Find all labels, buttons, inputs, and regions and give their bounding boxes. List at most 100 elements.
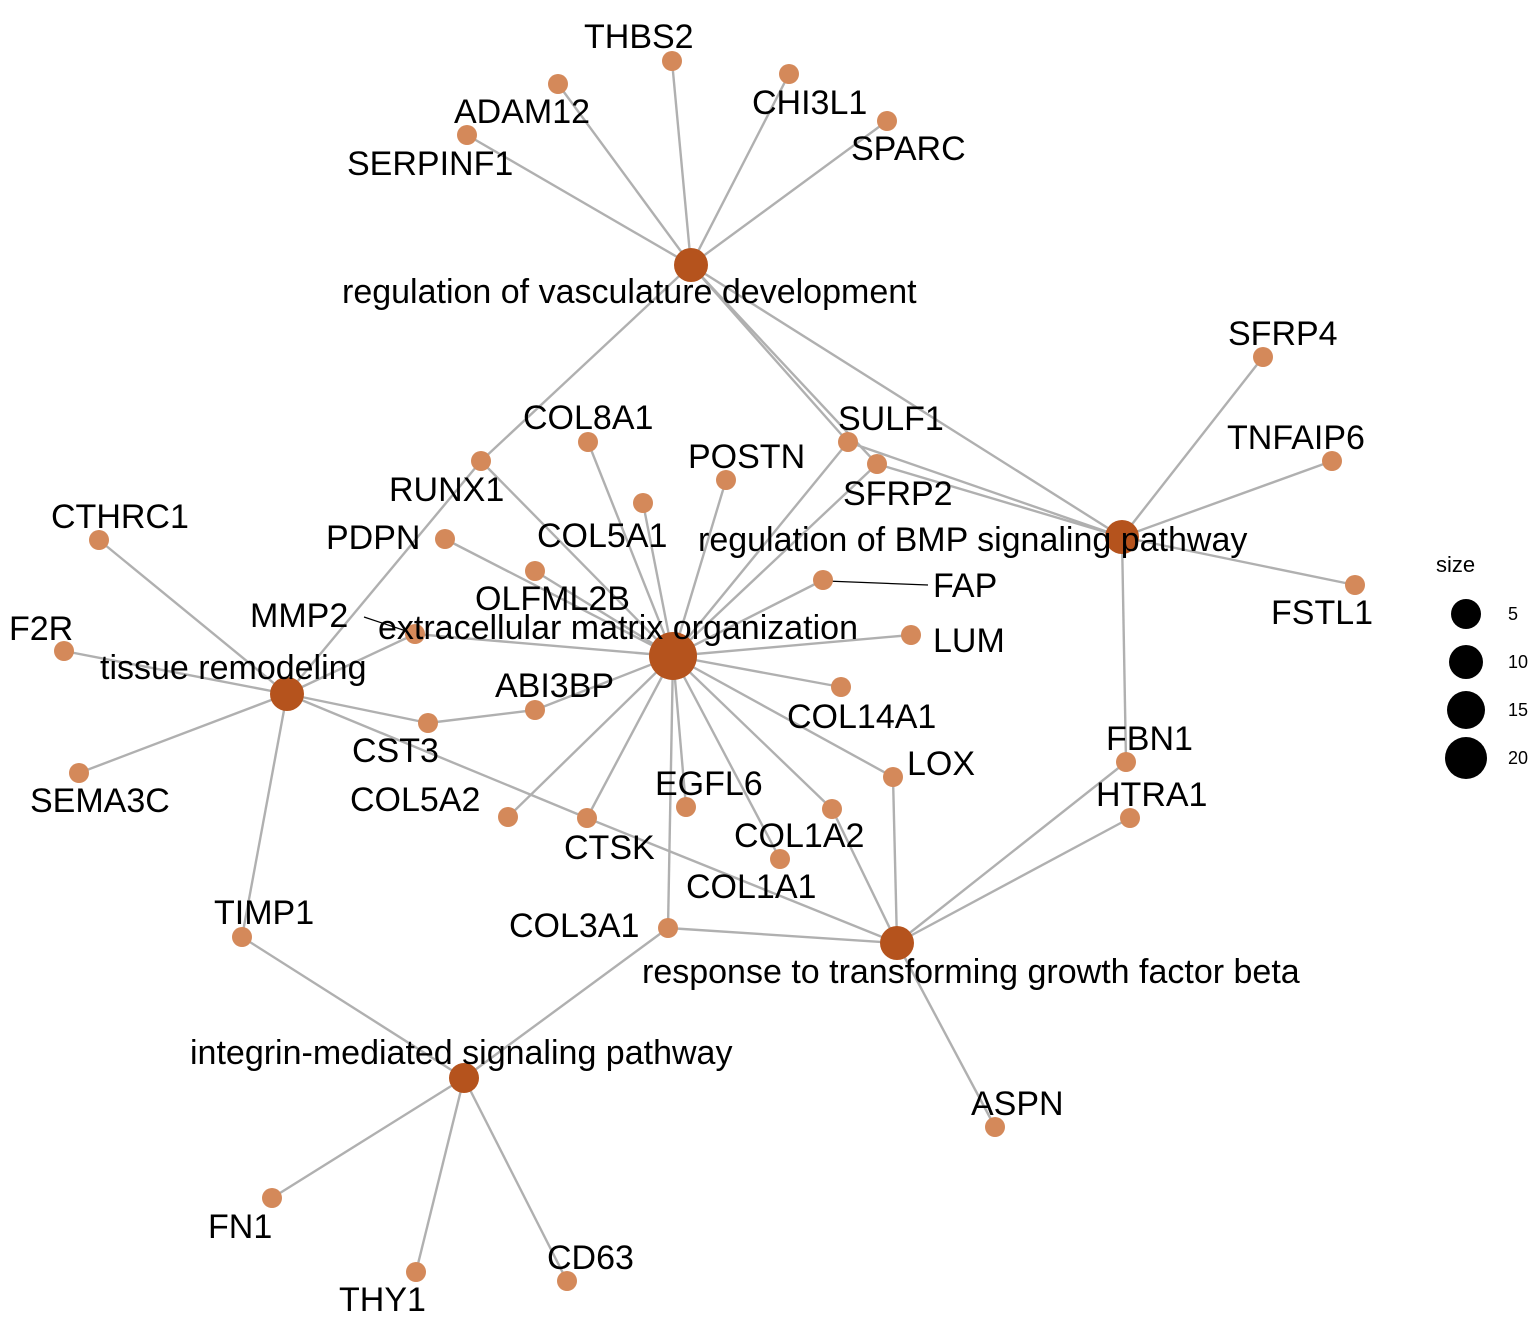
edge-ecm-col1a1: [671, 655, 782, 860]
gene-label-col8a1: COL8A1: [523, 399, 653, 437]
mmp2-leader-line: [363, 616, 413, 634]
gene-node-f2r: [54, 641, 74, 661]
edge-tissue-mmp2: [286, 632, 416, 696]
node-layer: [54, 51, 1365, 1291]
gene-label-col3a1: COL3A1: [509, 907, 639, 945]
edge-vasc-bmp: [690, 263, 1123, 539]
gene-label-thbs2: THBS2: [584, 18, 694, 56]
legend-dot-20: [1445, 737, 1487, 779]
edge-ecm-abi3bp: [534, 654, 674, 712]
gene-label-tnfaip6: TNFAIP6: [1227, 419, 1365, 457]
gene-node-col8a1: [578, 432, 598, 452]
gene-node-sulf1: [838, 432, 858, 452]
legend-dot-5: [1451, 599, 1481, 629]
gene-label-col1a2: COL1A2: [734, 817, 864, 855]
gene-node-col1a2: [822, 799, 842, 819]
edge-tissue-sema3c: [78, 692, 288, 775]
edge-bmp-fbn1: [1120, 536, 1128, 763]
gene-node-fn1: [262, 1188, 282, 1208]
edge-integrin-fn1: [271, 1076, 465, 1200]
gene-node-thbs2: [662, 51, 682, 71]
edge-ecm-sfrp2: [672, 463, 878, 657]
edge-tissue-f2r: [63, 649, 288, 696]
edge-bmp-fstl1: [1121, 535, 1356, 587]
gene-node-col3a1: [658, 918, 678, 938]
gene-label-postn: POSTN: [688, 438, 805, 476]
gene-label-egfl6: EGFL6: [655, 765, 763, 803]
edge-bmp-sfrp2: [876, 462, 1123, 539]
edge-integrin-cd63: [462, 1077, 569, 1282]
edge-layer: [63, 60, 1356, 1282]
edge-bmp-sulf1: [847, 440, 1123, 539]
gene-label-runx1: RUNX1: [389, 471, 504, 509]
edge-ecm-mmp2: [414, 632, 674, 658]
gene-node-egfl6: [676, 797, 696, 817]
edge-ecm-col5a1: [641, 502, 675, 657]
gene-label-col1a1: COL1A1: [686, 868, 816, 906]
edge-tgfb-aspn: [895, 942, 997, 1128]
category-node-integrin: [449, 1063, 479, 1093]
gene-node-cthrc1: [89, 530, 109, 550]
edge-tgfb-lox: [891, 776, 899, 944]
legend-label-5: 5: [1508, 604, 1518, 624]
gene-label-mmp2: MMP2: [250, 597, 348, 635]
category-label-bmp: regulation of BMP signaling pathway: [698, 521, 1247, 559]
edge-ecm-col3a1: [666, 655, 675, 929]
category-label-tissue: tissue remodeling: [100, 649, 366, 687]
gene-label-col5a1: COL5A1: [537, 517, 667, 555]
gene-label-fstl1: FSTL1: [1271, 594, 1373, 632]
edge-ecm-lum: [672, 633, 912, 658]
gene-label-sulf1: SULF1: [838, 400, 944, 438]
gene-node-postn: [716, 470, 736, 490]
gene-node-sfrp2: [867, 454, 887, 474]
gene-node-serpinf1: [457, 125, 477, 145]
gene-node-mmp2: [405, 624, 425, 644]
gene-label-cthrc1: CTHRC1: [51, 498, 189, 536]
edge-vasc-serpinf1: [466, 133, 692, 267]
gene-node-sparc: [877, 111, 897, 131]
category-node-tissue: [270, 677, 304, 711]
edge-tgfb-fbn1: [896, 761, 1127, 944]
gene-label-f2r: F2R: [9, 610, 73, 648]
legend-dot-10: [1449, 645, 1483, 679]
edge-tissue-timp1: [240, 693, 289, 938]
edge-ecm-pdpn: [444, 537, 674, 658]
edge-bmp-tnfaip6: [1121, 459, 1333, 539]
edge-abi3bp-cst3: [427, 708, 536, 725]
gene-node-sema3c: [69, 763, 89, 783]
edge-tissue-ctsk: [286, 692, 588, 820]
gene-label-serpinf1: SERPINF1: [347, 145, 513, 183]
category-label-ecm: extracellular matrix organization: [378, 609, 858, 647]
gene-node-lum: [901, 625, 921, 645]
gene-node-lox: [883, 767, 903, 787]
gene-node-abi3bp: [525, 700, 545, 720]
gene-label-lum: LUM: [933, 622, 1005, 660]
edge-integrin-thy1: [414, 1077, 466, 1273]
gene-node-col5a1: [633, 493, 653, 513]
gene-label-col14a1: COL14A1: [787, 698, 936, 736]
gene-label-sfrp4: SFRP4: [1228, 315, 1338, 353]
gene-node-pdpn: [435, 529, 455, 549]
gene-node-cst3: [418, 713, 438, 733]
edge-vasc-chi3l1: [689, 73, 791, 266]
gene-label-adam12: ADAM12: [454, 93, 590, 131]
gene-label-chi3l1: CHI3L1: [752, 84, 867, 122]
gene-label-abi3bp: ABI3BP: [495, 667, 614, 705]
edge-ecm-ctsk: [585, 655, 675, 819]
edge-integrin-col3a1: [463, 927, 669, 1079]
gene-node-sfrp4: [1253, 347, 1273, 367]
category-label-integrin: integrin-mediated signaling pathway: [190, 1034, 732, 1072]
edge-vasc-sparc: [690, 120, 888, 266]
gene-node-col14a1: [831, 677, 851, 697]
gene-label-ctsk: CTSK: [564, 829, 655, 867]
edge-ecm-lox: [672, 654, 894, 779]
gene-node-col1a1: [770, 849, 790, 869]
gene-label-lox: LOX: [907, 745, 975, 783]
gene-node-adam12: [548, 74, 568, 94]
gene-label-col5a2: COL5A2: [350, 781, 480, 819]
edge-ecm-col8a1: [586, 441, 675, 657]
edge-tgfb-htra1: [896, 816, 1131, 945]
legend-title: size: [1436, 552, 1475, 577]
